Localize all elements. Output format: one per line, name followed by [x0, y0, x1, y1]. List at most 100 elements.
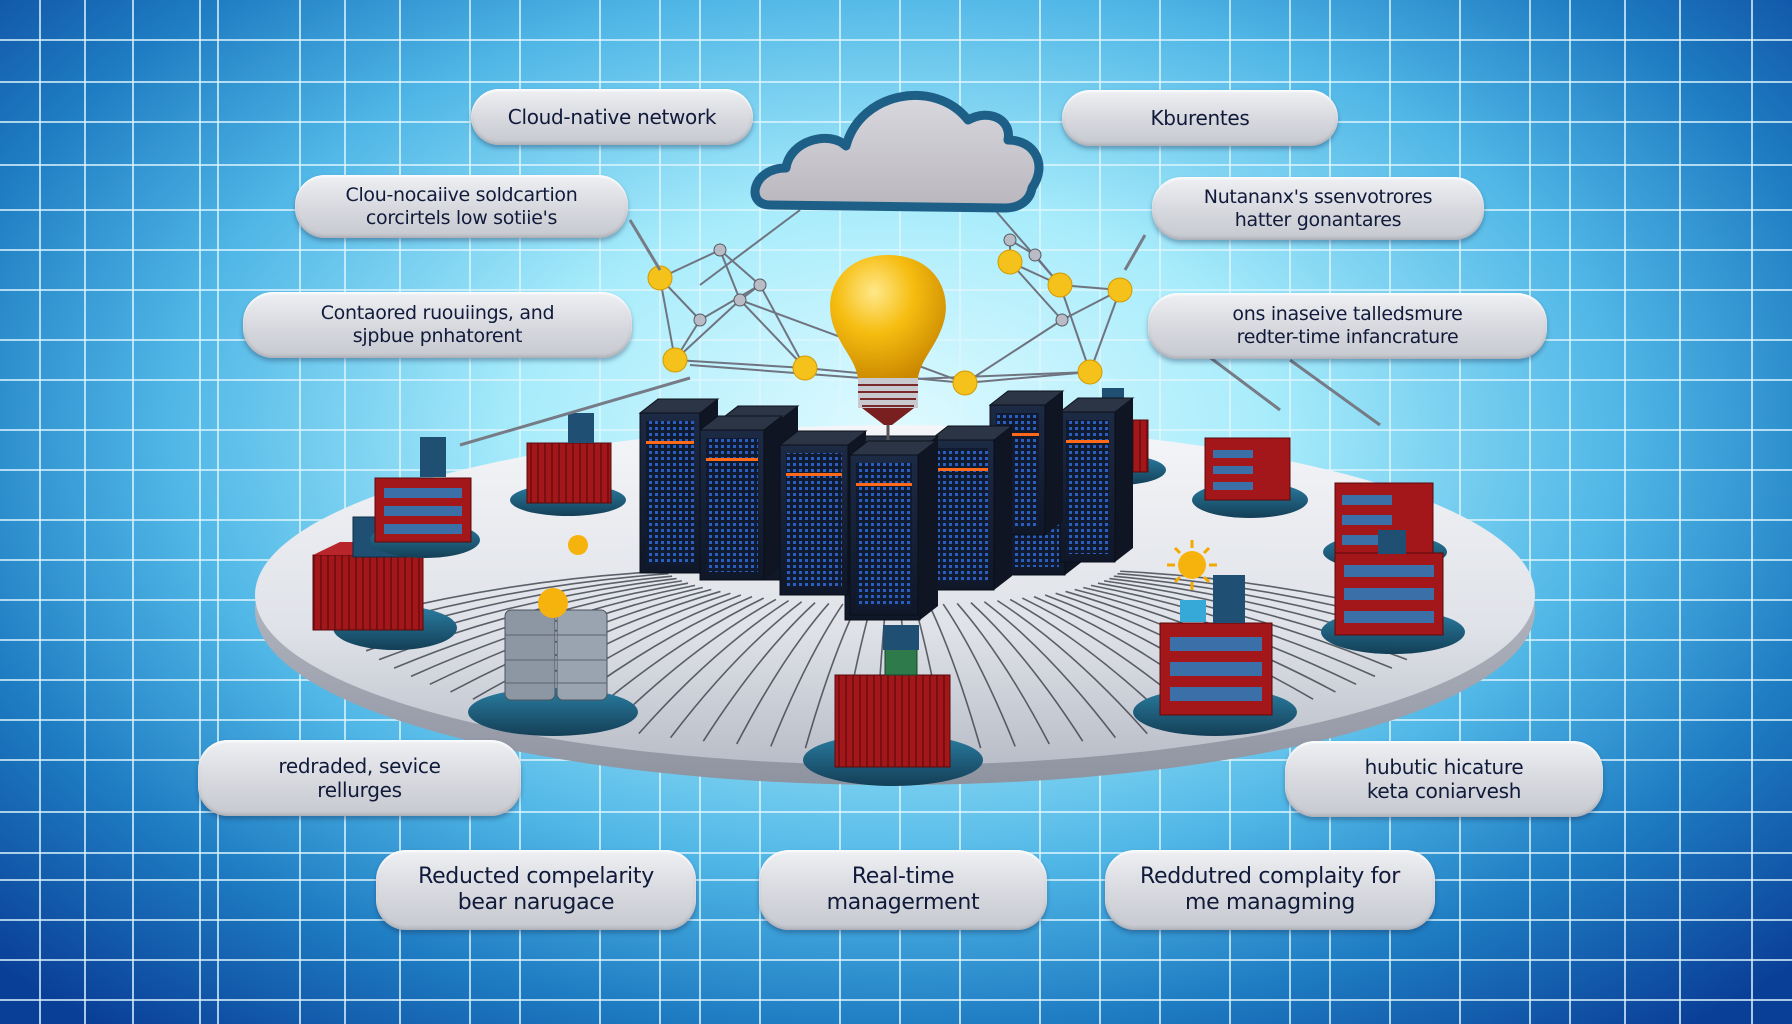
cable — [638, 599, 790, 735]
label-line: hubutic hicature — [1364, 755, 1524, 779]
network-joint — [1028, 248, 1042, 262]
network-link — [1009, 261, 1063, 321]
label-reduced-complexity-managing: Reddutred complaity for me managming — [1105, 850, 1435, 930]
rack-status-strip — [856, 483, 912, 486]
rack-status-strip — [936, 468, 988, 471]
rack-status-strip — [786, 473, 842, 476]
label-line: Cloud-native network — [507, 105, 717, 129]
network-link — [674, 299, 741, 361]
network-node — [952, 370, 978, 396]
network-link — [719, 249, 761, 286]
label-holistic-architecture: hubutic hicature keta coniarvesh — [1285, 741, 1603, 817]
rack-led-panel — [646, 421, 694, 565]
sun-icon — [1167, 540, 1217, 590]
network-joint — [753, 278, 767, 292]
label-cloud-native-solution: Clou-nocaiive soldcartion corcirtels low… — [295, 175, 628, 238]
label-containerized-routing: Contaored ruouiings, and sjpbue pnhatore… — [243, 292, 632, 358]
network-node — [647, 265, 673, 291]
rack-side — [1045, 391, 1063, 535]
label-line: Reddutred complaity for — [1139, 863, 1401, 889]
rack-side — [764, 416, 782, 580]
network-link — [1059, 284, 1091, 373]
pointer-arrows — [459, 219, 1381, 447]
server-rack — [848, 440, 938, 616]
cable — [970, 602, 1084, 742]
label-kubernetes: Kburentes — [1062, 90, 1338, 146]
container-node — [1192, 437, 1308, 518]
cable — [942, 603, 1016, 747]
label-real-time-management: Real-time managerment — [759, 850, 1047, 930]
network-link — [659, 277, 676, 361]
network-link — [994, 209, 1061, 286]
database-stack — [468, 588, 638, 736]
network-node — [1047, 272, 1073, 298]
lightbulb-icon — [830, 255, 946, 440]
label-line: bear narugace — [457, 890, 615, 915]
network-link — [699, 209, 801, 286]
server-rack-cluster — [638, 390, 1135, 621]
rack-led-panel — [856, 463, 912, 607]
network-link — [887, 371, 1091, 381]
label-cloud-native-network: Cloud-native network — [471, 89, 753, 145]
label-line: me managming — [1184, 890, 1356, 915]
network-joint — [693, 313, 707, 327]
cable — [736, 602, 830, 745]
server-rack — [698, 415, 784, 581]
label-line: ons inaseive talledsmure — [1232, 303, 1463, 326]
container-node — [1321, 530, 1465, 654]
label-line: Contaored ruouiings, and — [320, 302, 555, 325]
network-node — [1077, 359, 1103, 385]
network-link — [964, 371, 1091, 384]
network-link — [719, 249, 741, 301]
network-link — [964, 319, 1063, 384]
network-link — [759, 284, 806, 369]
rack-status-strip — [996, 433, 1039, 436]
rack-side — [994, 426, 1012, 590]
label-line: sjpbue pnhatorent — [352, 325, 523, 347]
label-reduced-complexity: Reducted compelarity bear narugace — [376, 850, 696, 930]
network-node — [792, 355, 818, 381]
cable — [702, 602, 816, 742]
cable — [770, 603, 844, 747]
rack-side — [918, 441, 936, 615]
network-joint — [713, 243, 727, 257]
label-line: redter-time infancrature — [1236, 326, 1459, 348]
cable — [983, 601, 1117, 739]
network-link — [1089, 289, 1121, 373]
network-node — [662, 347, 688, 373]
cable — [928, 604, 982, 749]
label-line: keta coniarvesh — [1366, 779, 1522, 803]
label-line: hatter gonantares — [1234, 208, 1402, 231]
cable — [956, 602, 1050, 745]
label-degraded-service: redraded, sevice rellurges — [198, 740, 521, 816]
server-rack — [928, 425, 1014, 591]
network-link — [689, 364, 889, 381]
cloud-icon — [750, 91, 1044, 213]
network-link — [674, 359, 806, 369]
label-non-invasive-infrastructure: ons inaseive talledsmure redter-time inf… — [1148, 293, 1547, 359]
network-nodes — [647, 233, 1133, 396]
sun-icon — [568, 535, 588, 555]
network-link — [739, 299, 806, 369]
rack-status-strip — [1066, 440, 1109, 443]
label-line: rellurges — [317, 778, 402, 802]
network-joint — [1055, 313, 1069, 327]
network-joint — [1003, 233, 1017, 247]
container-node — [1133, 575, 1297, 736]
rack-status-strip — [706, 458, 758, 461]
server-rack — [1058, 397, 1135, 563]
label-line: Nutananx's ssenvotrores — [1203, 185, 1433, 208]
network-joint — [733, 293, 747, 307]
cable — [669, 601, 803, 739]
label-nutanix-services: Nutananx's ssenvotrores hatter gonantare… — [1152, 177, 1484, 240]
network-node — [997, 249, 1023, 275]
label-line: Clou-nocaiive soldcartion — [345, 183, 578, 206]
container-node — [510, 413, 626, 516]
network-node — [1107, 277, 1133, 303]
label-line: corcirtels low sotiie's — [365, 206, 558, 229]
rack-status-strip — [646, 441, 694, 444]
container-node — [803, 625, 983, 786]
cable — [996, 599, 1148, 735]
network-link — [699, 284, 761, 321]
